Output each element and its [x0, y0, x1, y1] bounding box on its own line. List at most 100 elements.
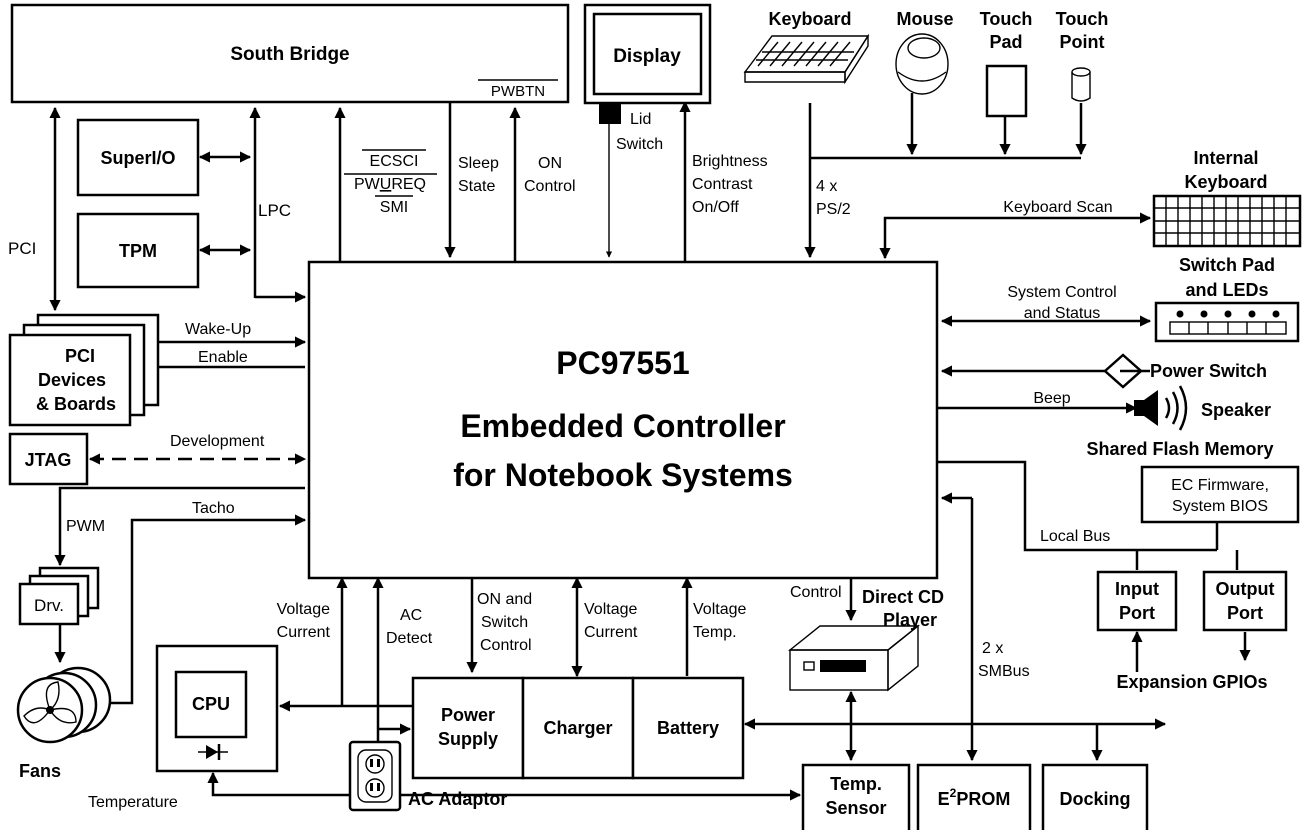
- display-block: Display: [583, 3, 712, 124]
- on-control-label-2: Control: [524, 178, 576, 195]
- wake-up-label: Wake-Up: [185, 321, 251, 338]
- smbus-label-1: 2 x: [982, 640, 1003, 657]
- voltage-temp-label-2: Temp.: [693, 624, 737, 641]
- ps2-label-2: PS/2: [816, 201, 851, 218]
- pci-devices-label-3: & Boards: [36, 394, 116, 414]
- cpu-label: CPU: [192, 694, 230, 714]
- pci-devices-label-1: PCI: [65, 346, 95, 366]
- power-switch: Power Switch: [1103, 353, 1267, 389]
- drv-block: Drv.: [18, 566, 100, 626]
- ec-firmware-label-1: EC Firmware,: [1171, 477, 1269, 494]
- switch-pad-icon: [1154, 301, 1300, 343]
- touch-pad-icon: [985, 64, 1028, 118]
- pci-devices-label-2: Devices: [38, 370, 106, 390]
- system-control-label-1: System Control: [1007, 284, 1116, 301]
- touch-point-label-2: Point: [1060, 32, 1105, 52]
- drv-label: Drv.: [34, 596, 64, 615]
- eeprom-label: E2PROM: [938, 786, 1011, 809]
- cpu-block: CPU: [155, 644, 279, 773]
- voltage-current-left-label-2: Current: [277, 624, 331, 641]
- keyboard-icon: [743, 33, 870, 85]
- power-subsystem: Power Supply Charger Battery: [411, 676, 745, 780]
- temperature-label: Temperature: [88, 794, 178, 811]
- jtag-label: JTAG: [25, 450, 72, 470]
- development-label: Development: [170, 433, 265, 450]
- superio-label: SuperI/O: [100, 148, 175, 168]
- temp-sensor-label-2: Sensor: [825, 798, 886, 818]
- cd-drive-icon: [788, 624, 920, 692]
- expansion-gpios-label: Expansion GPIOs: [1116, 672, 1267, 692]
- sleep-state-label-1: Sleep: [458, 155, 499, 172]
- pci-devices-block: PCI Devices & Boards: [8, 313, 160, 427]
- input-port-label-1: Input: [1115, 579, 1159, 599]
- mouse-icon: [895, 33, 949, 95]
- diode-icon: [198, 744, 228, 760]
- ac-adaptor-label: AC Adaptor: [408, 789, 507, 809]
- tacho-line: [105, 514, 307, 705]
- connectors: [49, 93, 1251, 801]
- controller-name: PC97551: [556, 345, 689, 381]
- touch-pad-device: Touch Pad: [980, 9, 1033, 118]
- docking-label: Docking: [1059, 789, 1130, 809]
- system-control-label-2: and Status: [1024, 305, 1101, 322]
- switch-pad-label-2: and LEDs: [1185, 280, 1268, 300]
- ec-block: PC97551 Embedded Controller for Notebook…: [307, 260, 939, 580]
- pwm-line: [54, 486, 305, 567]
- cd-player: Direct CD Player: [788, 587, 944, 692]
- shared-flash: Shared Flash Memory EC Firmware, System …: [1086, 439, 1300, 524]
- smbus-label-2: SMBus: [978, 663, 1030, 680]
- keyboard-label: Keyboard: [768, 9, 851, 29]
- ps2-label-1: 4 x: [816, 178, 837, 195]
- jtag-block: JTAG: [8, 432, 89, 486]
- on-control-label-1: ON: [538, 155, 562, 172]
- touch-point-label-1: Touch: [1056, 9, 1109, 29]
- local-bus-label: Local Bus: [1040, 528, 1110, 545]
- lid-switch-label-1: Lid: [630, 111, 651, 128]
- keyboard-scan-line: [879, 212, 1152, 260]
- lid-switch-icon: [599, 104, 621, 124]
- tpm-block: TPM: [76, 212, 200, 289]
- tacho-label: Tacho: [192, 500, 235, 517]
- voltage-current-mid-label-1: Voltage: [584, 601, 637, 618]
- input-port-label-2: Port: [1119, 603, 1155, 623]
- south-bridge-label: South Bridge: [230, 44, 349, 65]
- voltage-current-left-label-1: Voltage: [277, 601, 330, 618]
- touch-pad-label-2: Pad: [989, 32, 1022, 52]
- touch-pad-label-1: Touch: [980, 9, 1033, 29]
- temperature-line: [207, 771, 802, 801]
- power-supply-label-2: Supply: [438, 729, 498, 749]
- outlet-icon: [357, 749, 393, 803]
- touch-point-device: Touch Point: [1056, 9, 1109, 102]
- ac-detect-label-1: AC: [400, 607, 422, 624]
- power-switch-label: Power Switch: [1150, 361, 1267, 381]
- docking-block: Docking: [1041, 763, 1149, 830]
- touch-point-icon: [1071, 67, 1091, 102]
- fans-block: Fans: [16, 666, 112, 781]
- on-switch-label-3: Control: [480, 637, 532, 654]
- pwbtn-label: PWBTN: [491, 83, 545, 100]
- shared-flash-label: Shared Flash Memory: [1086, 439, 1273, 459]
- switch-pad: Switch Pad and LEDs: [1154, 255, 1300, 343]
- tpm-label: TPM: [119, 241, 157, 261]
- pci-label: PCI: [8, 239, 36, 258]
- ac-adaptor: AC Adaptor: [348, 740, 507, 812]
- charger-label: Charger: [543, 718, 612, 738]
- fans-label: Fans: [19, 761, 61, 781]
- output-port-label-1: Output: [1216, 579, 1275, 599]
- keyboard-grid-icon: [1152, 194, 1302, 248]
- keyboard-scan-label: Keyboard Scan: [1003, 199, 1112, 216]
- signal-labels: PCI LPC ECSCI PWUREQ SMI Sleep State ON …: [8, 111, 1117, 811]
- lpc-label: LPC: [258, 201, 291, 220]
- cd-player-label-1: Direct CD: [862, 587, 944, 607]
- controller-desc-1: Embedded Controller: [460, 408, 785, 444]
- beep-label: Beep: [1033, 390, 1070, 407]
- brightness-label-2: Contrast: [692, 176, 753, 193]
- output-port-block: Output Port: [1202, 570, 1288, 632]
- controller-desc-2: for Notebook Systems: [453, 457, 793, 493]
- control-label: Control: [790, 584, 842, 601]
- battery-label: Battery: [657, 718, 719, 738]
- eeprom-block: E2PROM: [916, 763, 1032, 830]
- pwureq-label: PWUREQ: [354, 176, 426, 193]
- ac-detect-label-2: Detect: [386, 630, 433, 647]
